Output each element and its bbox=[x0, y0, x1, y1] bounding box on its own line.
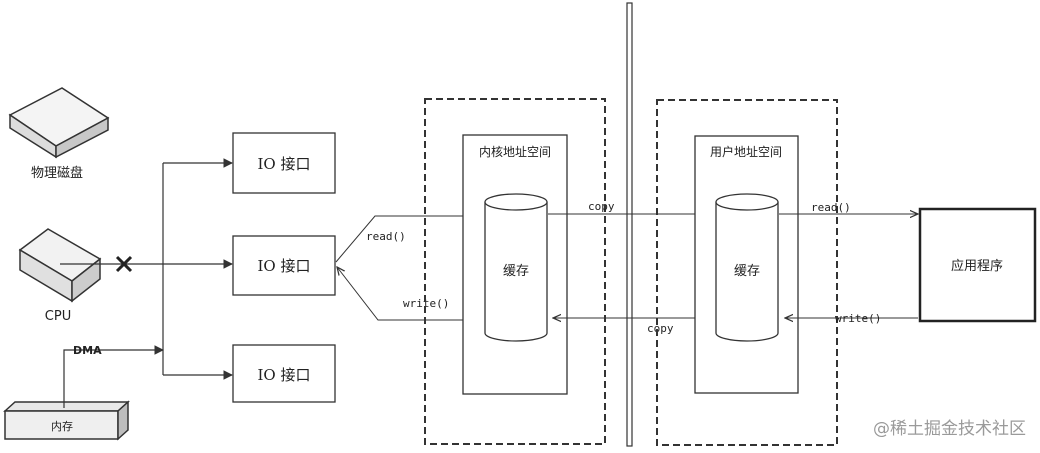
kernel-address-space-box bbox=[462, 134, 568, 395]
dma-connector bbox=[63, 345, 164, 408]
io-port-1: IO 接口 bbox=[232, 132, 336, 194]
disk-label: 物理磁盘 bbox=[31, 165, 83, 181]
io-write-label: write() bbox=[403, 297, 449, 310]
io-port-label: IO 接口 bbox=[258, 155, 311, 173]
io-port-3: IO 接口 bbox=[232, 344, 336, 403]
blocked-x-icon bbox=[115, 255, 133, 273]
dma-label: DMA bbox=[73, 344, 102, 357]
io-port-2: IO 接口 bbox=[232, 235, 336, 296]
user-space-dashed-frame bbox=[656, 99, 838, 446]
user-buffer-cylinder bbox=[715, 193, 779, 342]
kernel-space-dashed-frame bbox=[424, 98, 606, 445]
app-write-label: write() bbox=[835, 312, 881, 325]
copy-to-kernel-label: copy bbox=[647, 322, 674, 335]
user-buffer-label: 缓存 bbox=[734, 264, 760, 279]
user-space-title: 用户地址空间 bbox=[710, 144, 782, 159]
kernel-user-divider bbox=[626, 2, 633, 447]
kernel-space-title: 内核地址空间 bbox=[479, 145, 551, 159]
memory-icon bbox=[3, 400, 130, 441]
watermark: @稀土掘金技术社区 bbox=[873, 419, 1026, 439]
kernel-buffer-label: 缓存 bbox=[503, 264, 529, 279]
kernel-buffer-cylinder bbox=[484, 193, 548, 342]
io-port-label: IO 接口 bbox=[258, 257, 311, 275]
application-label: 应用程序 bbox=[951, 258, 1003, 274]
cpu-icon bbox=[18, 228, 102, 303]
io-write-arrow bbox=[337, 267, 484, 321]
memory-label: 内存 bbox=[51, 419, 73, 433]
io-port-label: IO 接口 bbox=[258, 366, 311, 384]
io-read-label: read() bbox=[366, 230, 406, 243]
app-read-label: read() bbox=[811, 201, 851, 214]
io-read-arrow bbox=[335, 216, 474, 263]
physical-disk-icon bbox=[8, 87, 110, 159]
copy-to-user-label: copy bbox=[588, 200, 615, 213]
application-box bbox=[918, 207, 1037, 323]
cpu-label: CPU bbox=[45, 309, 71, 324]
